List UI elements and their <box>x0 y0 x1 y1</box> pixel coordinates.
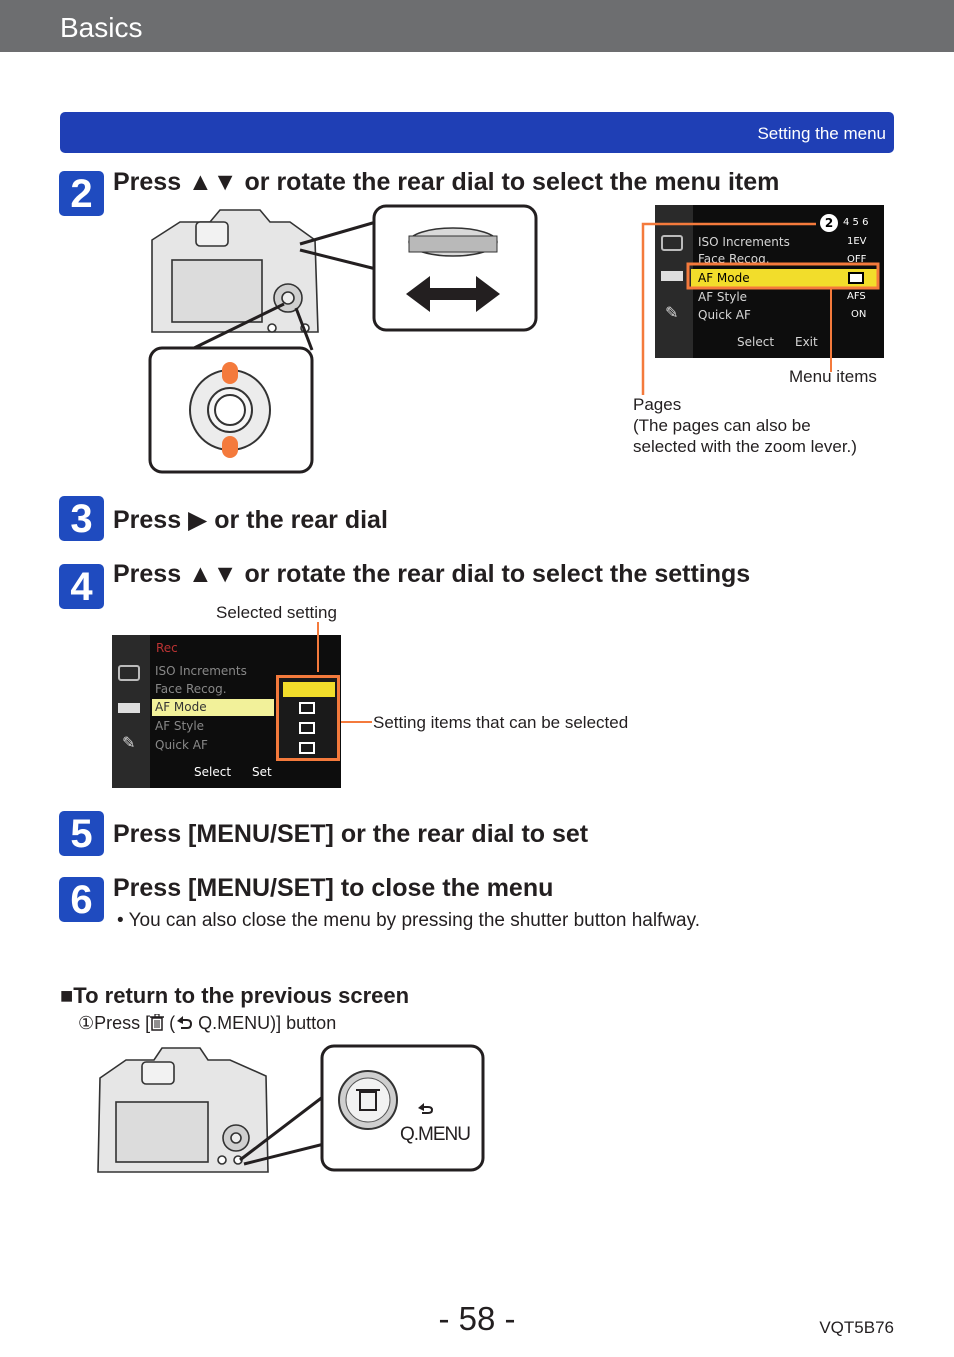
page-numbers: 4 5 6 <box>843 217 869 228</box>
menu-value-quick-af: ON <box>851 309 867 320</box>
menu-item-af-mode: AF Mode <box>155 700 207 714</box>
return-instruction: ①Press [ ( Q.MENU)] button <box>78 1013 336 1034</box>
document-code: VQT5B76 <box>819 1318 894 1337</box>
af-multi-icon <box>299 722 315 734</box>
trash-icon <box>150 1013 165 1031</box>
step-2-badge: 2 <box>59 171 104 216</box>
rec-label: Rec <box>156 641 178 655</box>
menu-value-face: OFF <box>847 254 867 265</box>
setting-items-box <box>276 675 340 761</box>
section-bar: Setting the menu <box>60 112 894 153</box>
af-mode-icon <box>848 272 864 284</box>
step-5-badge: 5 <box>59 811 104 856</box>
step4-callout-lines <box>317 622 372 723</box>
exit-label: Exit <box>795 335 818 349</box>
page-number: - 58 - <box>438 1300 516 1337</box>
step-6-badge: 6 <box>59 877 104 922</box>
instruction-mid: ( <box>164 1013 176 1033</box>
qmenu-label: Q.MENU <box>400 1124 471 1145</box>
menu-item-quick-af: Quick AF <box>698 308 751 322</box>
page-badge: 2 <box>820 214 838 232</box>
instruction-prefix: ①Press [ <box>78 1013 151 1033</box>
step-4-badge: 4 <box>59 564 104 609</box>
wrench-icon: ✎ <box>665 303 679 322</box>
camera-rear-illustration <box>148 204 538 474</box>
menu-screen-step2: 2 4 5 6 ISO Increments 1EV Face Recog. O… <box>655 205 884 358</box>
menu-value-af-style: AFS <box>847 291 866 302</box>
header-title: Basics <box>60 12 143 43</box>
menu-item-af-style: AF Style <box>698 290 748 304</box>
pages-note-line2: selected with the zoom lever.) <box>633 437 857 456</box>
pages-note-line1: (The pages can also be <box>633 416 811 435</box>
header-bar: Basics <box>0 0 954 52</box>
step-4-title: Press ▲▼ or rotate the rear dial to sele… <box>113 560 751 588</box>
battery-icon <box>661 271 683 281</box>
instruction-suffix: Q.MENU)] button <box>193 1013 337 1033</box>
af-tracking-icon <box>299 702 315 714</box>
step-2-title: Press ▲▼ or rotate the rear dial to sele… <box>113 168 780 196</box>
select-label: Select <box>194 765 232 779</box>
menu-screen-step4: Rec ISO Increments Face Recog. AF Mode A… <box>112 635 341 788</box>
af-1area-icon <box>299 742 315 754</box>
setting-items-label: Setting items that can be selected <box>373 713 629 732</box>
selected-setting-highlight <box>283 682 335 697</box>
step-6-note: • You can also close the menu by pressin… <box>117 910 700 931</box>
set-label: Set <box>252 765 272 779</box>
menu-value-iso: 1EV <box>847 236 867 247</box>
menu-item-iso: ISO Increments <box>155 664 247 678</box>
menu-item-quick-af: Quick AF <box>155 738 208 752</box>
step-3-title: Press ▶ or the rear dial <box>113 506 388 534</box>
menu-item-iso: ISO Increments <box>698 235 790 249</box>
step-3-badge: 3 <box>59 496 104 541</box>
select-label: Select <box>737 335 775 349</box>
menu-item-af-mode: AF Mode <box>698 271 750 285</box>
pages-label: Pages <box>633 395 682 414</box>
step2-callout-lines <box>641 222 880 395</box>
return-heading: ■To return to the previous screen <box>60 983 410 1008</box>
af-mode-highlight <box>152 699 274 716</box>
menu-item-face: Face Recog. <box>155 682 227 696</box>
menu-item-af-style: AF Style <box>155 719 205 733</box>
step-6-title: Press [MENU/SET] to close the menu <box>113 874 554 902</box>
battery-icon <box>118 703 140 713</box>
section-label: Setting the menu <box>757 124 886 143</box>
step-5-title: Press [MENU/SET] or the rear dial to set <box>113 820 589 848</box>
menu-items-label: Menu items <box>789 367 877 386</box>
selected-setting-label: Selected setting <box>216 603 337 622</box>
wrench-icon: ✎ <box>122 733 136 752</box>
camera-qmenu-illustration <box>97 1044 485 1173</box>
return-arrow-icon <box>175 1015 193 1031</box>
camera-icon <box>118 665 140 681</box>
camera-icon <box>661 235 683 251</box>
af-mode-highlight <box>691 269 877 287</box>
